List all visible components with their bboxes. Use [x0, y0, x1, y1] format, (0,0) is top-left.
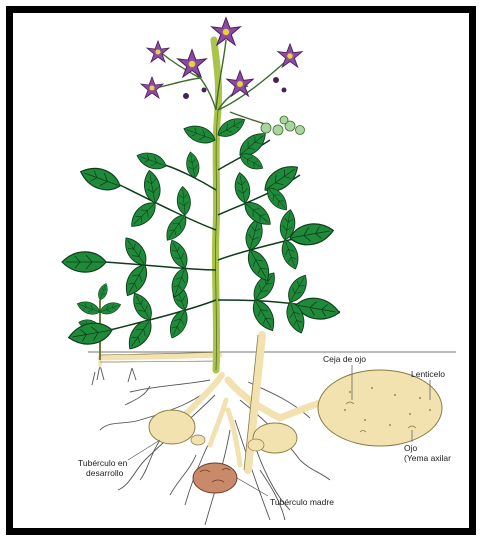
developing-tuber [149, 410, 195, 444]
label-yema-axilar: (Yema axilar [404, 453, 451, 463]
seedling [75, 282, 122, 360]
label-tuberculo-madre: Tubérculo madre [270, 497, 334, 507]
berries [261, 116, 305, 135]
label-lenticelo: Lenticelo [411, 369, 445, 379]
mother-tuber [193, 463, 237, 493]
label-desarrollo: desarrollo [86, 468, 124, 478]
large-tuber [318, 370, 442, 446]
label-ceja-de-ojo: Ceja de ojo [323, 354, 366, 364]
leaves [62, 113, 341, 353]
label-tuberculo-desarrollo: Tubérculo en [78, 458, 128, 468]
label-ojo: Ojo [404, 443, 418, 453]
